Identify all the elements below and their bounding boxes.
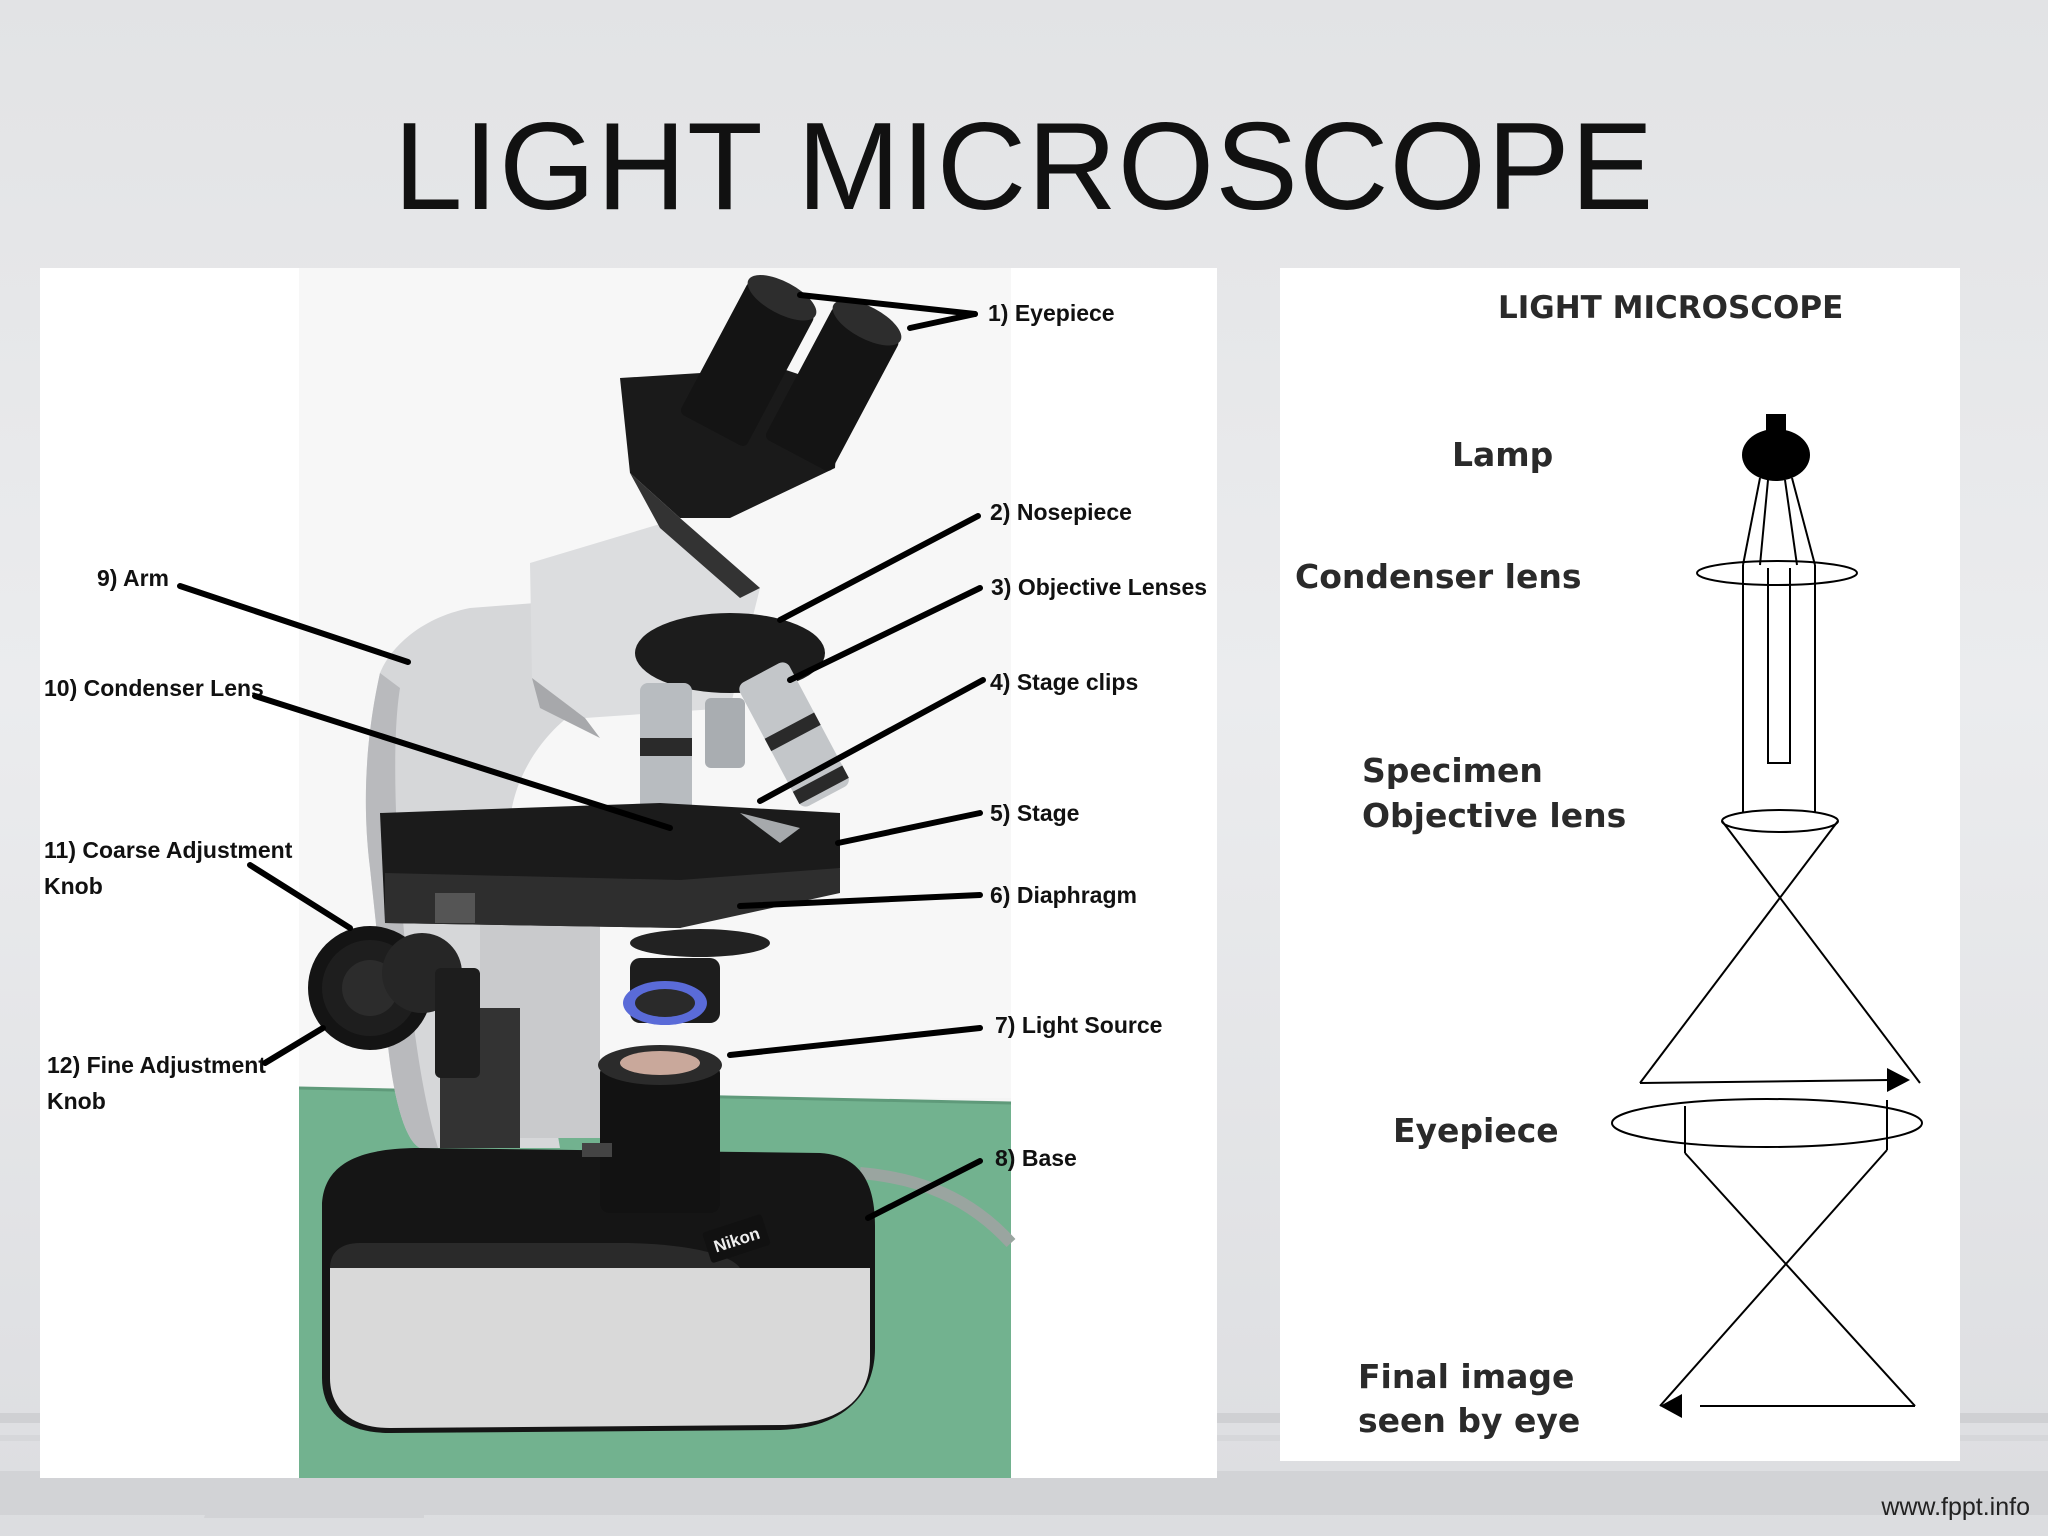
label-coarse-adjustment-knob: Knob	[44, 873, 103, 899]
eyepiece-tubes	[681, 274, 902, 471]
diagram-label-lamp: Lamp	[1452, 435, 1553, 474]
label-eyepiece: 1) Eyepiece	[988, 300, 1115, 326]
light-source	[582, 1045, 722, 1213]
label-stage: 5) Stage	[990, 800, 1079, 826]
microscope-photo-panel: Nikon	[40, 268, 1217, 1478]
light-rays	[1611, 477, 1923, 1407]
label-fine-adjustment-knob: Knob	[47, 1088, 106, 1114]
diagram-label-specimen: Specimen	[1362, 751, 1543, 790]
diagram-title: LIGHT MICROSCOPE	[1498, 290, 1843, 326]
label-base: 8) Base	[995, 1145, 1077, 1171]
microscope-base	[322, 1148, 875, 1433]
ray-diagram-panel: LIGHT MICROSCOPE Lamp Condenser lens Spe…	[1280, 268, 1960, 1461]
label-condenser-lens: 10) Condenser Lens	[44, 675, 264, 701]
stage	[380, 803, 840, 928]
label-stage-clips: 4) Stage clips	[990, 669, 1138, 695]
diagram-label-seen-by-eye: seen by eye	[1358, 1401, 1580, 1440]
label-nosepiece: 2) Nosepiece	[990, 499, 1132, 525]
microscope-photo: Nikon	[44, 268, 1207, 1478]
adjustment-knobs	[308, 893, 480, 1078]
label-arm: 9) Arm	[97, 565, 169, 591]
label-coarse-adjustment: 11) Coarse Adjustment	[44, 837, 293, 863]
lamp-bulb-icon	[1742, 414, 1810, 481]
label-light-source: 7) Light Source	[995, 1012, 1162, 1038]
diagram-label-eyepiece: Eyepiece	[1393, 1111, 1559, 1150]
footer-url: www.fppt.info	[1881, 1493, 2030, 1521]
ray-diagram: LIGHT MICROSCOPE Lamp Condenser lens Spe…	[1295, 290, 1923, 1440]
label-objective-lenses: 3) Objective Lenses	[991, 574, 1207, 600]
condenser-assembly	[623, 958, 720, 1025]
leader-lines	[177, 292, 986, 1221]
final-image-arrow-icon	[1660, 1394, 1682, 1418]
image-arrow-icon	[1887, 1068, 1910, 1092]
decorative-tab	[204, 1478, 424, 1518]
diagram-label-objective: Objective lens	[1362, 796, 1626, 835]
slide-title: LIGHT MICROSCOPE	[393, 98, 1655, 236]
label-diaphragm: 6) Diaphragm	[990, 882, 1137, 908]
diagram-label-condenser: Condenser lens	[1295, 557, 1582, 596]
diagram-label-final-image: Final image	[1358, 1357, 1574, 1396]
label-fine-adjustment: 12) Fine Adjustment	[47, 1052, 266, 1078]
